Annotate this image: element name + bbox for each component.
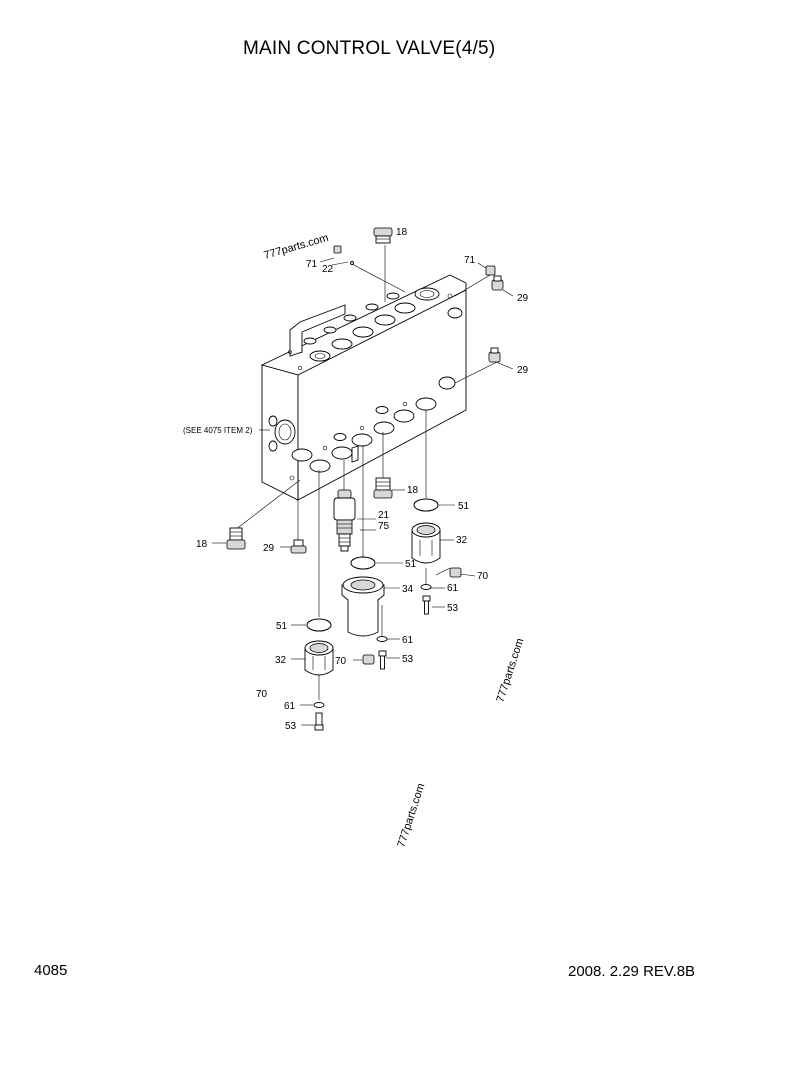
callout-51: 51 [405,559,417,570]
callout-51: 51 [458,501,470,512]
callout-53: 53 [447,603,459,614]
watermark: 777parts.com [395,782,427,849]
callout-51: 51 [276,621,288,632]
bolt-53-right [422,595,431,615]
cartridge-21-75 [333,489,356,552]
callout-53: 53 [285,721,297,732]
plug-18-top [373,227,393,244]
page-number: 4085 [34,962,68,979]
revision-date: 2008. 2.29 REV.8B [568,963,696,980]
callout-71: 71 [464,255,476,266]
bolt-53-middle [378,650,387,670]
plug-71-top [333,245,354,265]
callout-70: 70 [335,656,347,667]
watermark: 777parts.com [494,637,526,704]
callout-61: 61 [447,583,459,594]
plug-70-right [449,567,462,578]
o-ring-51-middle [350,556,376,570]
callout-75: 75 [378,521,390,532]
leader-lines [212,231,514,726]
plug-29-middle [488,347,501,363]
callout-labels: 18 71 22 71 29 29 18 29 21 75 18 51 32 5… [183,227,529,732]
housing-34 [341,576,385,637]
callout-18: 18 [396,227,408,238]
callout-29: 29 [517,365,529,376]
cover-32-right [411,522,441,564]
plug-29-upper [491,275,504,291]
callout-18: 18 [196,539,208,550]
callout-32: 32 [456,535,468,546]
watermark: 777parts.com [263,232,330,262]
plug-18-middle [373,477,393,499]
callout-22: 22 [322,264,334,275]
valve-body [260,274,467,501]
o-ring-51-right [413,498,439,512]
bolt-53-lower [314,712,324,731]
o-ring-51-lower [306,618,332,632]
callout-70: 70 [477,571,489,582]
callout-29: 29 [517,293,529,304]
plug-70-middle [362,654,375,665]
callout-34: 34 [402,584,414,595]
plug-71-right [485,265,496,276]
washer-61-lower [313,702,325,708]
callout-29: 29 [263,543,275,554]
callout-18: 18 [407,485,419,496]
plug-29-left [290,539,307,554]
plug-18-left [226,527,246,550]
page-title: MAIN CONTROL VALVE(4/5) [243,38,496,59]
washer-61-middle [376,636,388,642]
callout-32: 32 [275,655,287,666]
callout-71: 71 [306,259,318,270]
washer-61-right [420,584,432,590]
callout-61: 61 [284,701,296,712]
callout-61: 61 [402,635,414,646]
callout-70: 70 [256,689,268,700]
cover-32-lower [304,640,334,676]
see-reference-note: (SEE 4075 ITEM 2) [183,426,253,435]
callout-21: 21 [378,510,390,521]
callout-53: 53 [402,654,414,665]
